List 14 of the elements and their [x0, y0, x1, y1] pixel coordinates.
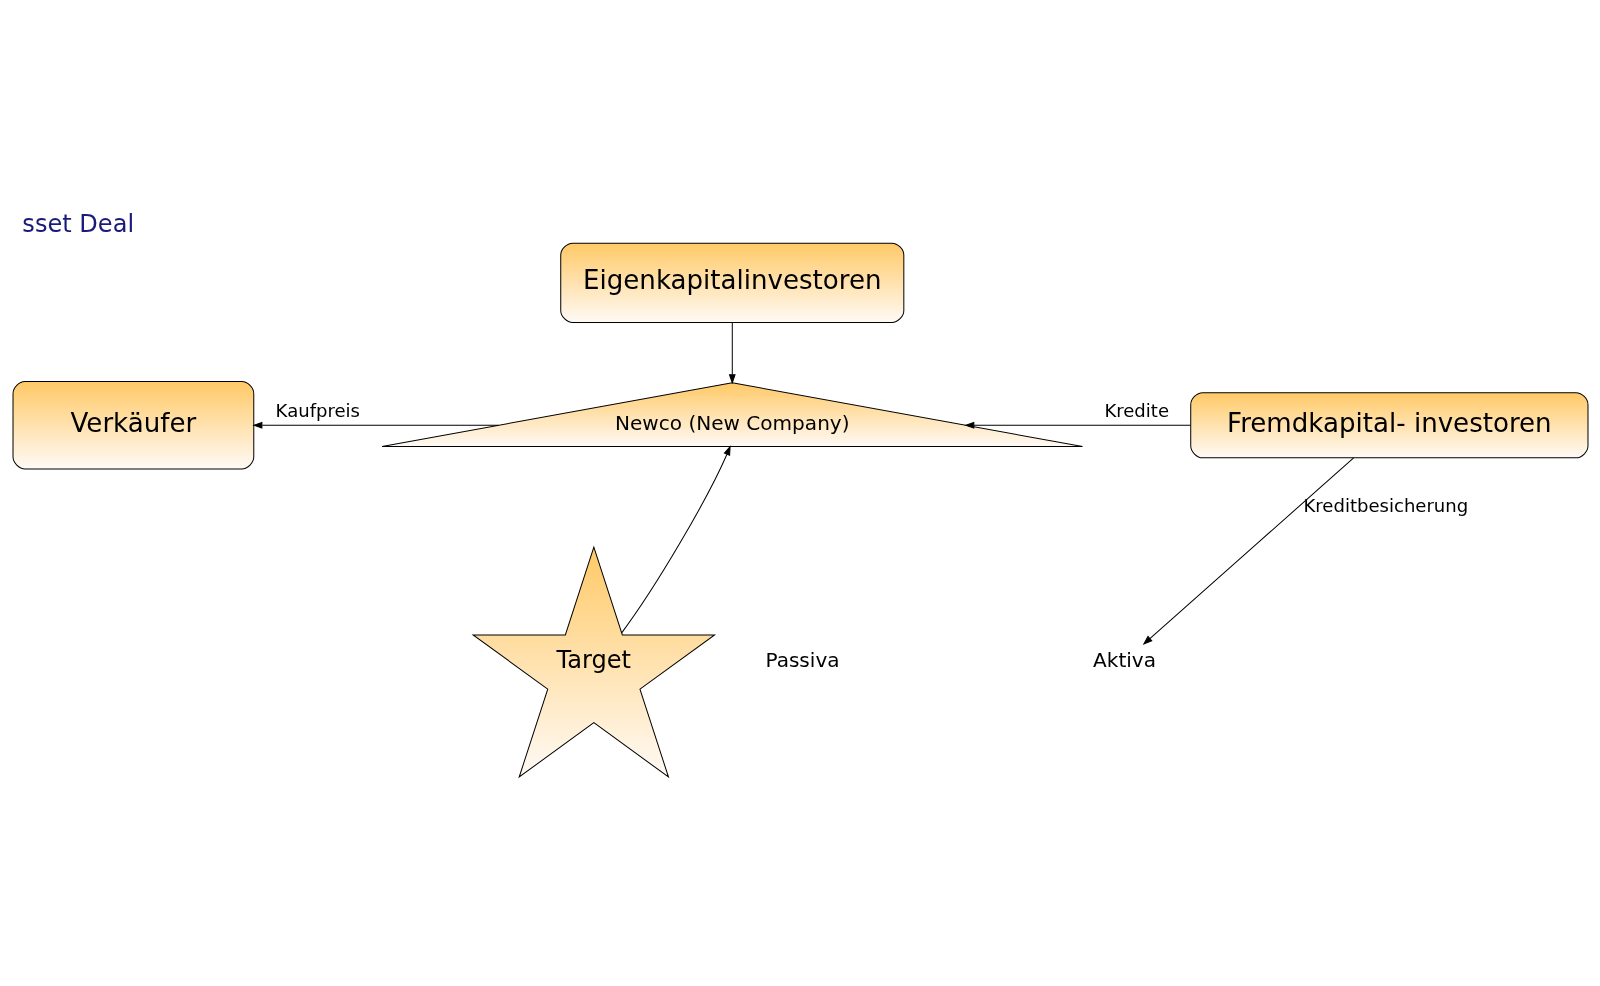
- arrow: [1142, 457, 1354, 645]
- edge-label: Kreditbesicherung: [1303, 495, 1468, 517]
- arrow: [620, 446, 731, 634]
- label: Passiva: [764, 648, 840, 673]
- arrow: [964, 421, 1191, 429]
- arrow: [728, 322, 736, 384]
- edge-label: Kaufpreis: [275, 399, 360, 421]
- node-box: Eigenkapitalinvestoren: [559, 242, 904, 323]
- node-box: Fremdkapital- investoren: [1189, 392, 1588, 459]
- diagram-title: sset Deal: [21, 210, 134, 239]
- node-text: Aktiva: [1092, 648, 1156, 673]
- node-box: Verkäufer: [12, 381, 254, 470]
- arrow: [252, 421, 499, 429]
- edge-label: Kredite: [1103, 399, 1169, 421]
